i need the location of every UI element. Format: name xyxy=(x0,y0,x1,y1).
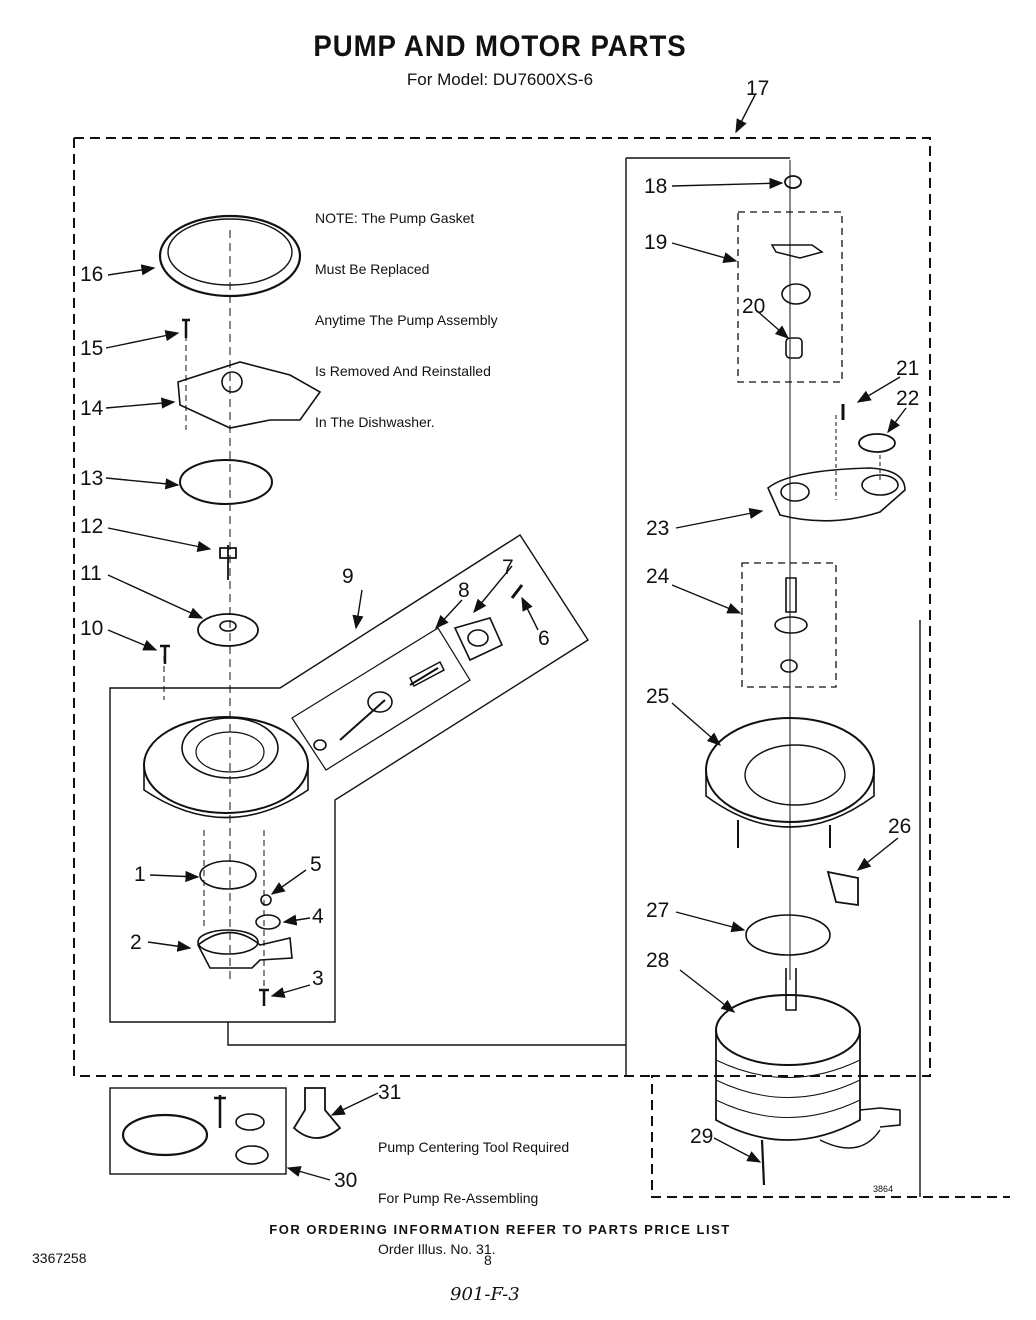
callout-7: 7 xyxy=(502,556,514,579)
retainer-19 xyxy=(770,244,824,259)
motor-box xyxy=(625,157,921,1197)
screw-3 xyxy=(259,988,269,1006)
note-line: In The Dishwasher. xyxy=(315,414,435,430)
callout-13: 13 xyxy=(80,467,104,490)
valve-assembly xyxy=(339,667,439,741)
callout-1: 1 xyxy=(134,863,146,886)
bushing-20 xyxy=(785,337,803,359)
note-line: Is Removed And Reinstalled xyxy=(315,363,491,379)
callout-21: 21 xyxy=(896,357,920,380)
o-ring-4 xyxy=(255,914,281,930)
assembly-24-box xyxy=(741,562,837,688)
callout-19: 19 xyxy=(644,231,668,254)
pump-box xyxy=(109,534,589,1023)
callout-2: 2 xyxy=(130,931,142,954)
screw-10 xyxy=(160,644,170,664)
callout-12: 12 xyxy=(80,515,104,538)
callout-25: 25 xyxy=(646,685,670,708)
pump-housing xyxy=(143,716,309,814)
callout-27: 27 xyxy=(646,899,670,922)
main-assembly-boundary xyxy=(74,137,1010,1198)
callout-18: 18 xyxy=(644,175,668,198)
page-title: PUMP AND MOTOR PARTS xyxy=(313,30,687,63)
mount-plate-23 xyxy=(767,467,906,522)
note-line: Must Be Replaced xyxy=(315,261,430,277)
callout-10: 10 xyxy=(80,617,104,640)
callout-26: 26 xyxy=(888,815,912,838)
diagram-code: 3864 xyxy=(873,1184,894,1194)
housing-2 xyxy=(196,931,293,969)
seal-ring-13 xyxy=(179,459,273,505)
callout-11: 11 xyxy=(80,562,102,585)
callout-9: 9 xyxy=(342,565,354,588)
bracket-7 xyxy=(453,617,504,662)
callout-22: 22 xyxy=(896,387,920,410)
callout-30: 30 xyxy=(334,1169,358,1192)
page-number: 8 xyxy=(484,1252,492,1268)
centering-tool-31 xyxy=(292,1087,342,1139)
screw-6 xyxy=(510,584,524,599)
handwritten-code: 901-F-3 xyxy=(450,1284,520,1305)
callout-20: 20 xyxy=(742,295,766,318)
tool-note-line: Pump Centering Tool Required xyxy=(378,1139,570,1155)
callout-23: 23 xyxy=(646,517,670,540)
pump-gasket-note: NOTE: The Pump Gasket Must Be Replaced A… xyxy=(315,176,498,448)
nut-18 xyxy=(784,175,802,189)
model-subtitle: For Model: DU7600XS-6 xyxy=(406,70,594,89)
callout-24: 24 xyxy=(646,565,670,588)
note-line: NOTE: The Pump Gasket xyxy=(315,210,475,226)
kit-30-box xyxy=(109,1087,287,1175)
centering-tool-note: Pump Centering Tool Required For Pump Re… xyxy=(378,1105,569,1275)
document-number: 3367258 xyxy=(32,1250,87,1266)
ordering-info: FOR ORDERING INFORMATION REFER TO PARTS … xyxy=(269,1222,731,1237)
callout-5: 5 xyxy=(310,853,322,876)
assembly-9-box xyxy=(291,627,471,771)
pump-cover-14 xyxy=(177,361,322,429)
seal-22 xyxy=(858,433,896,453)
callout-17: 17 xyxy=(746,77,770,100)
washer-27 xyxy=(745,914,831,956)
callout-3: 3 xyxy=(312,967,324,990)
tool-note-line: For Pump Re-Assembling xyxy=(378,1190,539,1206)
callout-8: 8 xyxy=(458,579,470,602)
note-line: Anytime The Pump Assembly xyxy=(315,312,498,328)
pump-gasket xyxy=(158,214,302,298)
callout-15: 15 xyxy=(80,337,104,360)
tool-note-line: Order Illus. No. 31. xyxy=(378,1241,496,1257)
bracket-26 xyxy=(826,870,859,907)
callout-29: 29 xyxy=(690,1125,714,1148)
callout-31: 31 xyxy=(378,1081,402,1104)
callout-28: 28 xyxy=(646,949,670,972)
ball-5 xyxy=(260,894,272,906)
motor-28 xyxy=(785,968,797,1011)
callout-4: 4 xyxy=(312,905,324,928)
bolt-12 xyxy=(219,545,237,580)
screw-15 xyxy=(182,318,190,338)
shaft-24 xyxy=(785,577,797,613)
filter-1 xyxy=(199,860,257,890)
callout-6: 6 xyxy=(538,627,550,650)
callout-16: 16 xyxy=(80,263,104,286)
impeller-11 xyxy=(197,613,259,647)
screw-29 xyxy=(760,1139,766,1186)
callout-14: 14 xyxy=(80,397,104,420)
